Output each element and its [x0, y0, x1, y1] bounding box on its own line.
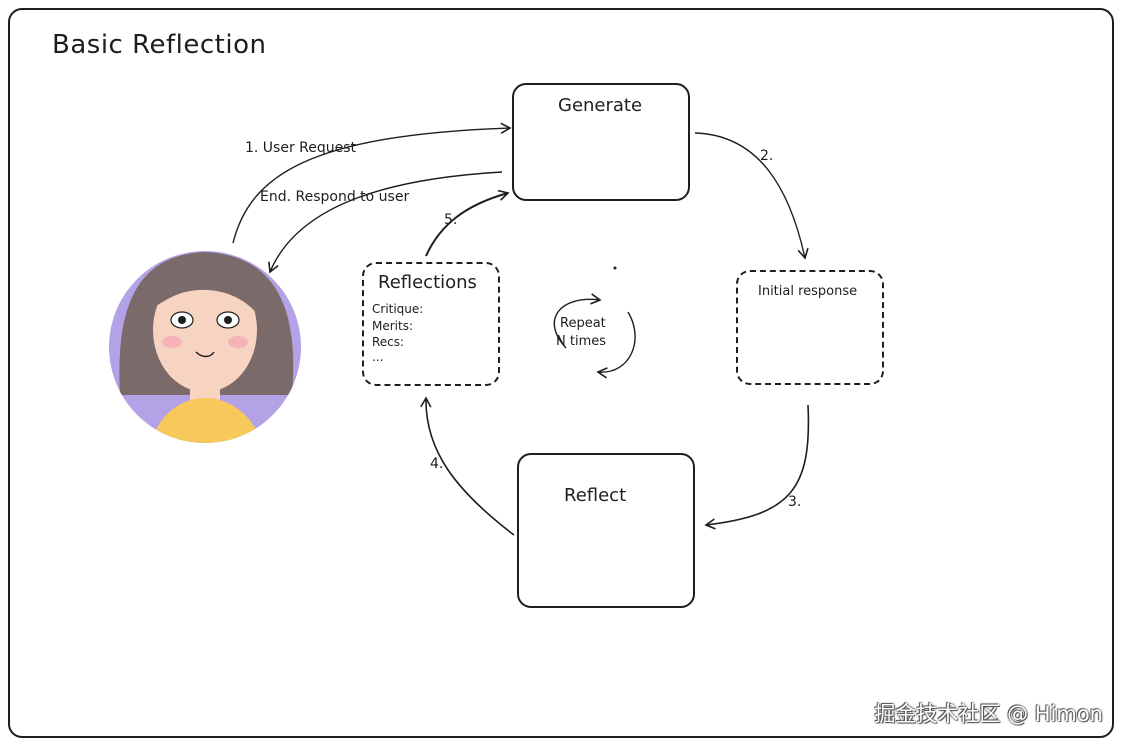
watermark: 掘金技术社区 @ Himon	[874, 702, 1103, 726]
node-reflect-label: Reflect	[564, 485, 627, 506]
edge-label-respond: End. Respond to user	[260, 189, 410, 205]
edge-label-step4: 4.	[430, 456, 444, 472]
reflections-item-more: ...	[372, 350, 384, 364]
node-initial-response	[736, 270, 884, 385]
diagram-frame	[8, 8, 1114, 738]
repeat-loop-top	[553, 293, 602, 349]
node-generate-label: Generate	[558, 95, 643, 116]
node-generate: Generate	[512, 83, 690, 201]
edge-user-request	[232, 122, 512, 244]
repeat-label-1: Repeat	[560, 316, 606, 331]
edge-label-step2: 2.	[760, 148, 774, 164]
node-reflections-title: Reflections	[378, 272, 477, 293]
edge-label-step5: 5.	[444, 212, 458, 228]
repeat-loop-bottom	[596, 311, 636, 379]
node-reflections	[362, 262, 500, 386]
edge-respond	[268, 171, 503, 274]
node-reflect: Reflect	[517, 453, 695, 608]
reflections-item-critique: Critique:	[372, 302, 424, 316]
reflections-item-recs: Recs:	[372, 335, 405, 349]
edge-label-user-request: 1. User Request	[245, 140, 357, 156]
edge-step3	[704, 404, 810, 530]
edge-label-step3: 3.	[788, 494, 802, 510]
repeat-label-2: N times	[556, 334, 607, 349]
diagram-title: Basic Reflection	[52, 30, 267, 60]
reflections-item-merits: Merits:	[372, 319, 414, 333]
edge-step2	[694, 132, 809, 260]
user-avatar	[109, 251, 301, 443]
node-initial-response-label: Initial response	[758, 284, 858, 299]
edge-step4	[420, 396, 515, 536]
edge-step5	[425, 189, 510, 257]
